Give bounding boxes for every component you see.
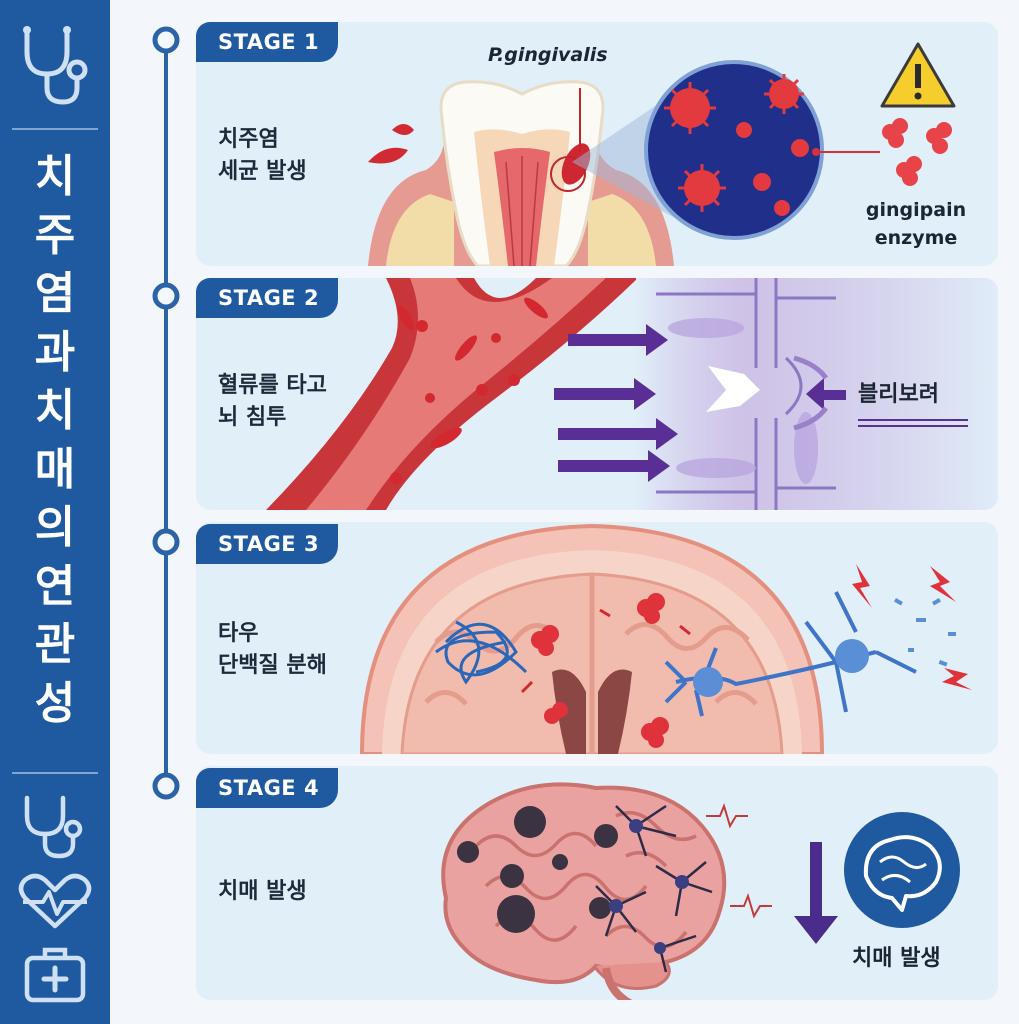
stage-2-illustration <box>266 278 998 510</box>
enzyme-label-line: enzyme <box>874 227 958 249</box>
result-label: 치매 발생 <box>852 946 941 971</box>
plaque <box>457 806 618 933</box>
stage-2-description-line: 뇌 침투 <box>218 405 287 430</box>
stage-2-tag: STAGE 2 <box>196 278 338 318</box>
tau-tangle <box>435 620 528 685</box>
stage-3-illustration <box>359 523 972 754</box>
timeline-node <box>152 772 180 800</box>
sidebar-divider <box>12 128 98 130</box>
stage-1-description-line: 세균 발생 <box>218 159 307 184</box>
enzyme-label-line: gingipain <box>865 199 967 221</box>
lightning-icon <box>852 564 972 690</box>
sidebar-title-char: 주 <box>34 209 76 261</box>
sidebar-title-char: 과 <box>34 326 76 378</box>
neuron-body <box>835 639 869 673</box>
down-arrow-icon <box>794 842 838 944</box>
sidebar-title-char: 매 <box>34 443 76 495</box>
stage-3-card <box>196 522 998 754</box>
timeline-node <box>152 26 180 54</box>
sidebar-title-char: 연 <box>34 560 76 612</box>
barrier-breach <box>706 366 760 412</box>
sidebar-title-char: 치 <box>34 151 76 202</box>
stage-3-description-line: 타우 <box>218 621 259 646</box>
stethoscope-icon <box>23 26 88 105</box>
stethoscope-icon <box>24 795 83 859</box>
sidebar-title-char: 성 <box>34 677 76 729</box>
timeline-node <box>152 282 180 310</box>
stage-2-description: 혈류를 타고 뇌 침투 <box>218 370 327 434</box>
stage-2-card <box>196 278 998 510</box>
stage-4-tag: STAGE 4 <box>196 768 338 808</box>
sidebar-title-char: 염 <box>34 268 76 319</box>
first-aid-kit-icon <box>24 947 86 1003</box>
sidebar-divider <box>12 772 98 774</box>
barrier-label: 블리보려 <box>858 382 939 407</box>
stage-4-illustration <box>441 782 960 1000</box>
stage-3-description: 타우 단백질 분해 <box>218 618 327 682</box>
stage-3-description-line: 단백질 분해 <box>218 653 327 678</box>
timeline-node <box>152 528 180 556</box>
stage-1-illustration <box>368 42 956 266</box>
stage-1-description-line: 치주염 <box>218 127 279 152</box>
stage-1-tag: STAGE 1 <box>196 22 338 62</box>
stage-3-tag: STAGE 3 <box>196 524 338 564</box>
sidebar-title-char: 치 <box>34 385 76 436</box>
stage-1-description: 치주염 세균 발생 <box>218 124 307 188</box>
neuron <box>595 804 713 973</box>
stage-1-card <box>196 22 998 266</box>
brain-icon <box>844 812 960 928</box>
sidebar-title-char: 관 <box>34 619 76 670</box>
sidebar-title-char: 의 <box>34 502 76 553</box>
timeline <box>152 26 180 800</box>
stage-4-description: 치매 발생 <box>218 876 307 908</box>
arrow-icon <box>554 324 846 482</box>
stage-4-description-line: 치매 발생 <box>218 879 307 904</box>
bacteria-label: P.gingivalis <box>488 44 608 66</box>
neuron-body <box>693 667 723 697</box>
bone-tissue <box>588 194 656 266</box>
stage-2-description-line: 혈류를 타고 <box>218 373 327 398</box>
heartbeat-icon <box>18 873 92 929</box>
bone-tissue <box>386 194 454 266</box>
enzyme-label: gingipain enzyme <box>858 196 974 252</box>
